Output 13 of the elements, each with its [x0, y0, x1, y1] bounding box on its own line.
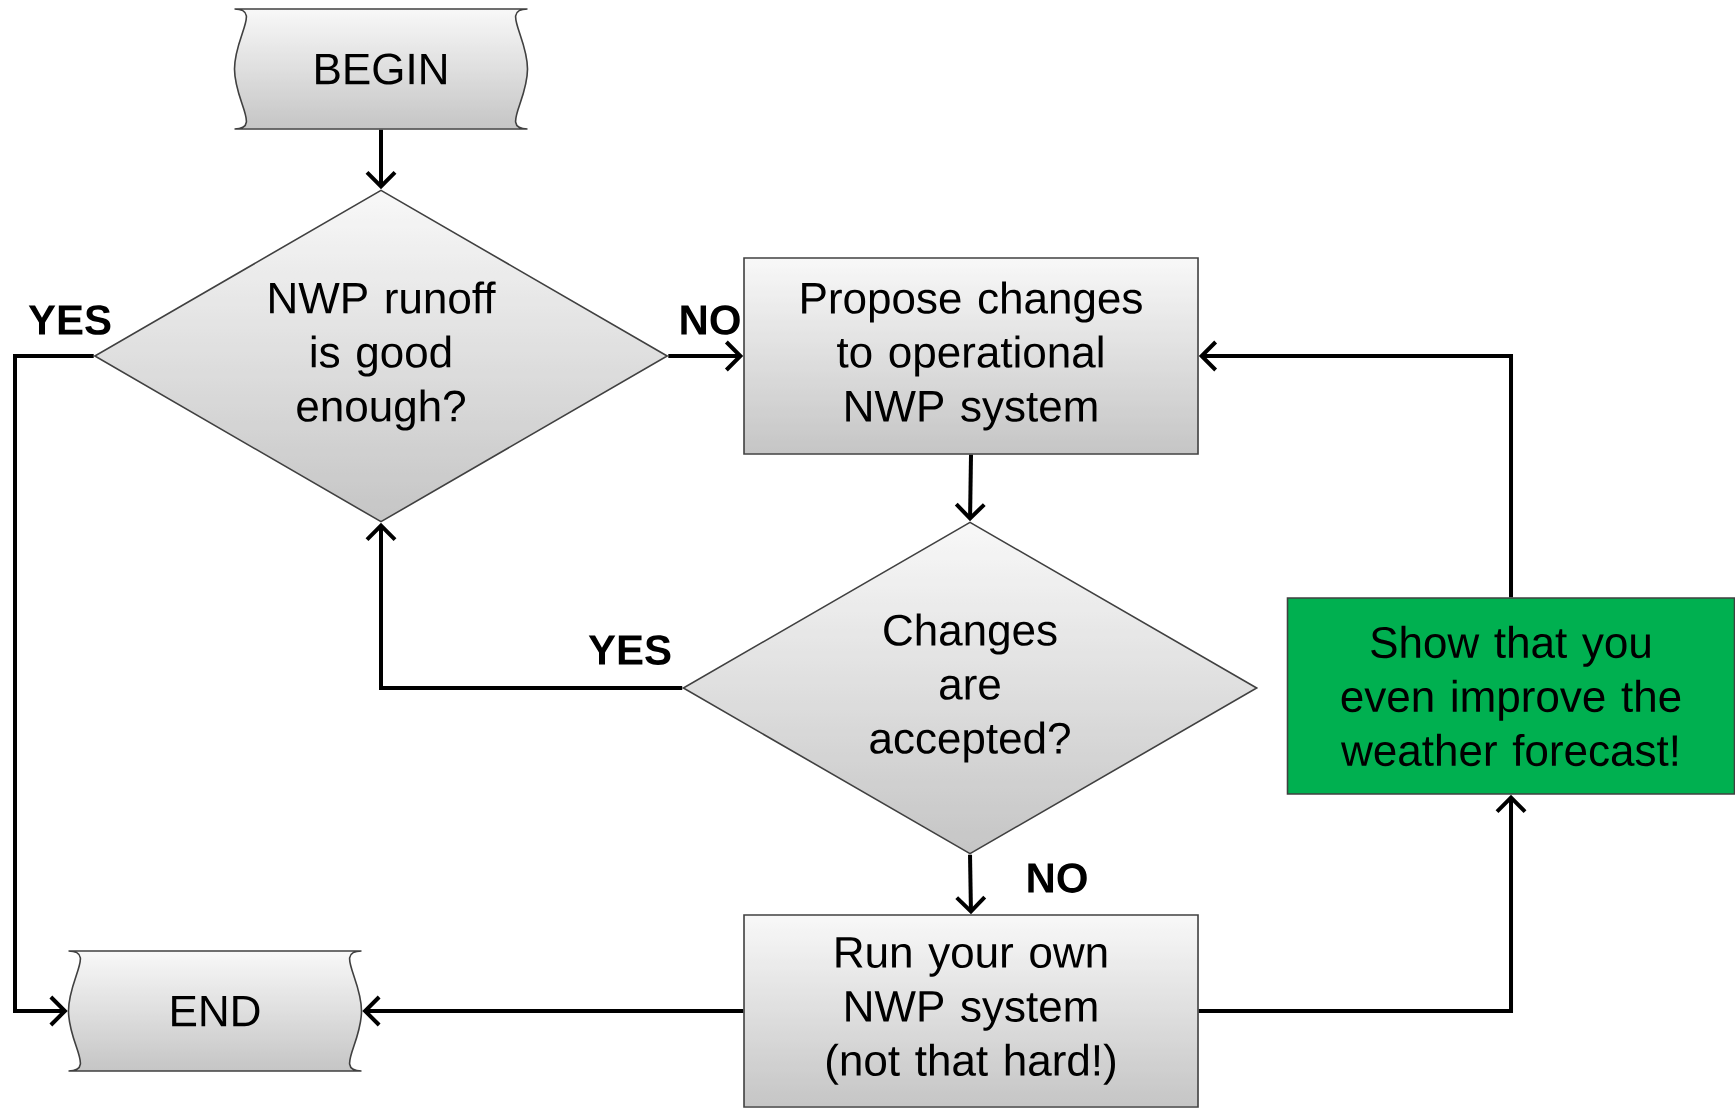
process-box: Show that you even improve the weather forecast!: [1286, 597, 1735, 795]
arrow: [954, 454, 986, 522]
edge-label: NO: [1028, 863, 1087, 893]
process-box: Propose changes to operational NWP system: [743, 257, 1199, 455]
arrow: [365, 522, 683, 690]
arrow: [668, 340, 744, 372]
arrow: [1198, 794, 1527, 1013]
arrow: [13, 354, 94, 1027]
edge-label: YES: [588, 635, 671, 665]
arrow: [1198, 340, 1513, 598]
process-box: Run your own NWP system (not that hard!): [743, 914, 1199, 1108]
edge-label: NO: [681, 305, 740, 335]
arrow: [362, 995, 744, 1027]
